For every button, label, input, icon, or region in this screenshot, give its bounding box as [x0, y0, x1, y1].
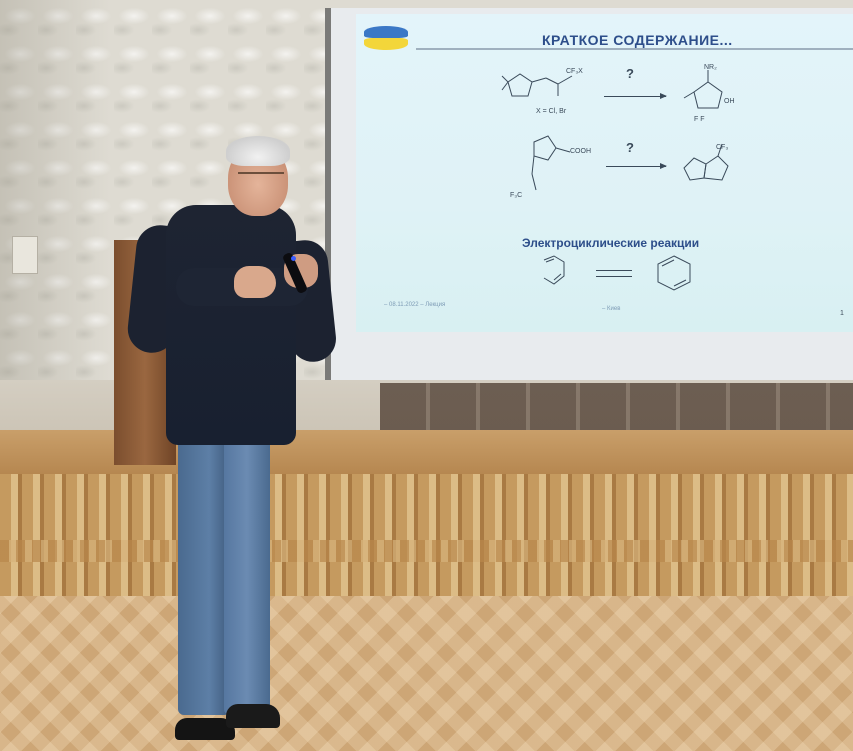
reaction1-reactant-structure: [501, 73, 573, 97]
slide-page-number: 1: [840, 310, 844, 317]
speaker-glasses: [238, 172, 284, 186]
reaction1-oh-label: OH: [724, 98, 735, 105]
stage-front-panel: [0, 474, 853, 598]
reaction1-question: ?: [626, 66, 634, 81]
reaction1-cf3x-label: CF₃X: [566, 68, 583, 75]
section-heading: Электроциклические реакции: [522, 236, 700, 250]
radiator: [12, 236, 38, 274]
speaker-left-leg: [178, 430, 230, 715]
seat-row: [380, 383, 853, 435]
presentation-slide: КРАТКОЕ СОДЕРЖАНИЕ... CF₃X X = Cl, Br ? …: [356, 14, 853, 332]
logo-yellow-stripe: [364, 38, 408, 50]
speaker-left-hand: [234, 266, 276, 298]
hexatriene-structure: [543, 255, 565, 285]
logo-blue-stripe: [364, 26, 408, 38]
speaker-left-shoe: [175, 718, 235, 740]
reaction1-arrow-icon: [604, 93, 667, 99]
reaction2-cf3-label: CF₃: [716, 144, 729, 151]
cyclohexadiene-structure: [657, 255, 691, 291]
reaction1-f-label: F F: [694, 116, 705, 123]
reaction1-condition-label: X = Cl, Br: [536, 108, 567, 115]
microphone-light: [291, 256, 296, 261]
speaker-hair: [226, 136, 290, 166]
parquet-floor: [0, 596, 853, 751]
reaction2-product-structure: [683, 143, 729, 181]
parquet-floor-pattern: [0, 596, 853, 751]
slide-title: КРАТКОЕ СОДЕРЖАНИЕ...: [542, 32, 733, 48]
equilibrium-arrow-icon: [596, 270, 632, 278]
reaction1-nr2-label: NR₂: [704, 64, 717, 71]
speaker-right-shoe: [226, 704, 280, 728]
reaction1-product-structure: [683, 70, 723, 109]
reaction2-cooh-label: COOH: [570, 148, 591, 155]
reaction2-arrow-icon: [606, 163, 667, 169]
reaction2-f3c-label: F₃C: [510, 192, 523, 199]
speaker-right-leg: [224, 430, 270, 715]
slide-logo-icon: [364, 24, 408, 52]
slide-header-line: [416, 48, 853, 50]
speaker-torso: [166, 205, 296, 445]
wall-shadow: [0, 0, 110, 440]
reaction2-reactant-structure: [531, 135, 571, 191]
reaction2-question: ?: [626, 140, 634, 155]
stage-front-band: [0, 540, 853, 562]
slide-footer-date: – 08.11.2022 – Лекция: [384, 302, 446, 308]
slide-footer-city: – Киев: [602, 306, 621, 312]
